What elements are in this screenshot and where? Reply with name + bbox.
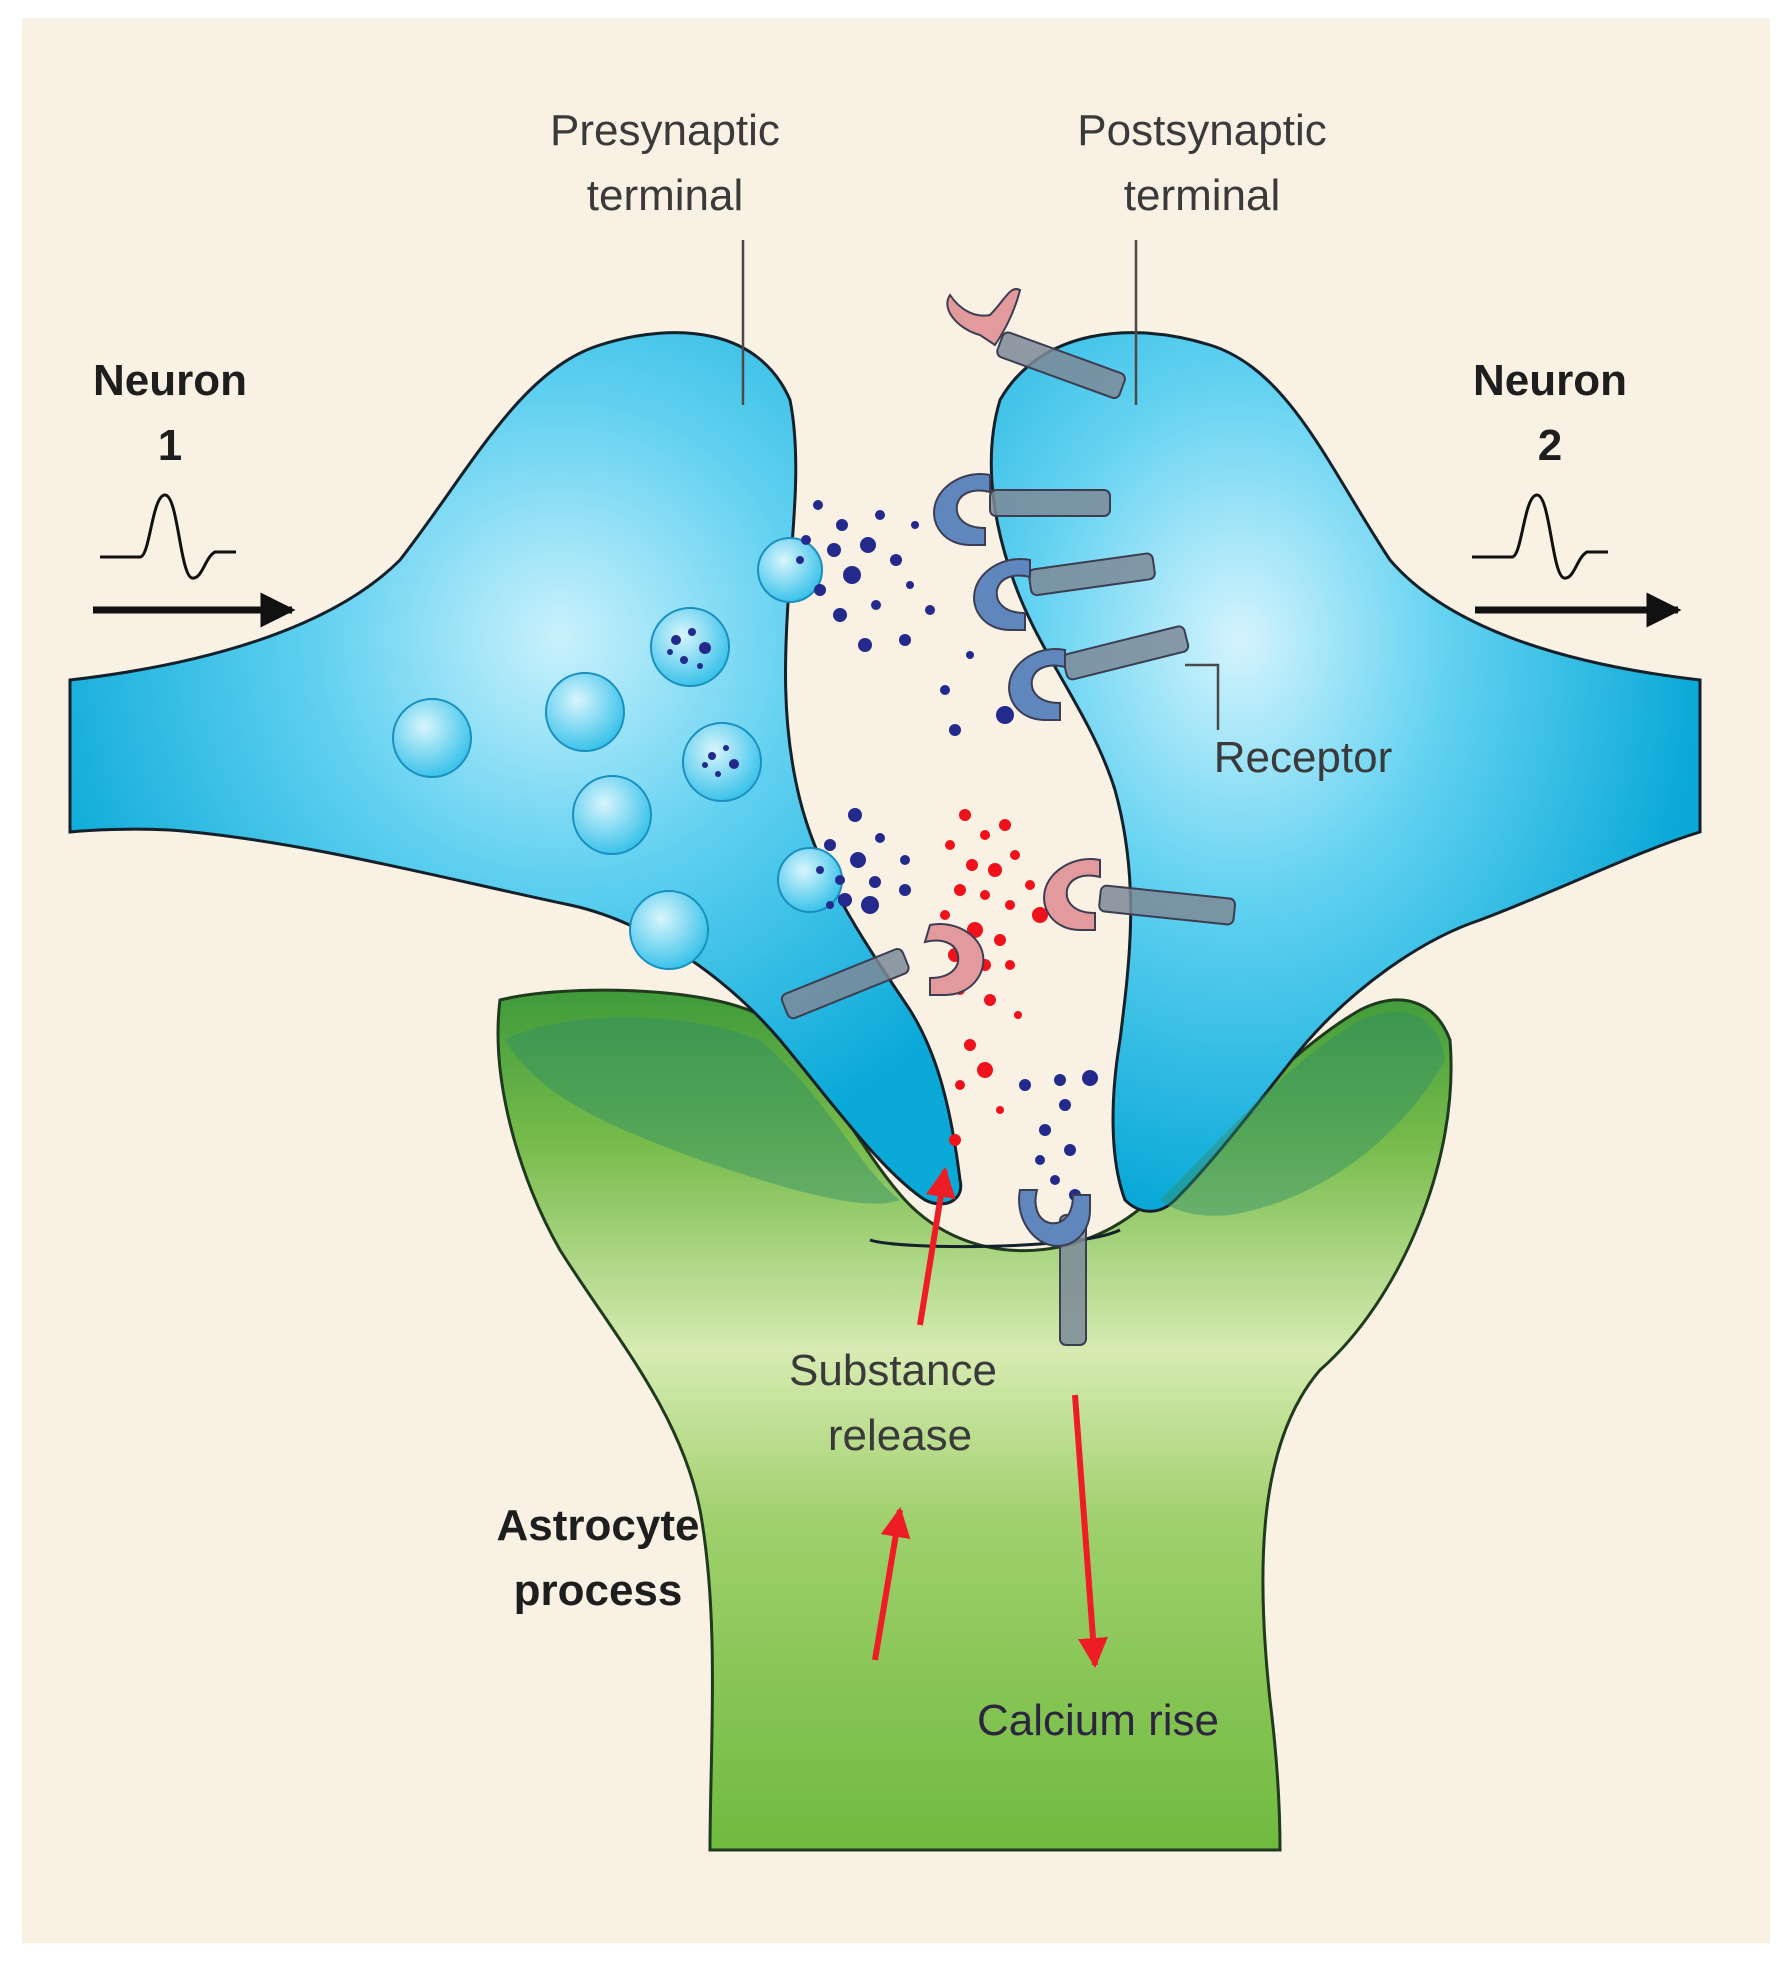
receptor-pink: [1043, 858, 1237, 931]
vesicle-filled: [650, 607, 730, 687]
neuron-2-signal: [1472, 493, 1682, 628]
astrocyte-upward-arrow: [872, 1507, 911, 1661]
postsynaptic-terminal: [989, 331, 1702, 1213]
vesicle-empty: [572, 775, 652, 855]
astrocyte-overlap-left: [505, 1017, 900, 1204]
spike-waveform-icon: [100, 493, 236, 580]
substance-release-label-line2: release: [828, 1411, 972, 1460]
receptor-blue: [933, 473, 1111, 546]
vesicle-filled: [682, 722, 762, 802]
astrocyte-process: [496, 988, 1453, 1852]
neuron-1-label: Neuron: [93, 356, 247, 405]
receptor-pink: [780, 923, 985, 1020]
postsynaptic-label: Postsynaptic: [1077, 106, 1326, 155]
receptor-label: Receptor: [1214, 733, 1393, 782]
neuron-1-signal: [93, 493, 296, 628]
receptor-leader-line: [1185, 663, 1220, 730]
neuron-2-number: 2: [1538, 421, 1562, 470]
receptors: [780, 288, 1237, 1346]
leader-lines: [741, 240, 1220, 730]
neuron-1-number: 1: [158, 421, 182, 470]
presynaptic-label: Presynaptic: [550, 106, 780, 155]
substance-release-arrow: [917, 1167, 956, 1326]
vesicle-contents: [667, 628, 739, 777]
gliotransmitter-particles: [940, 809, 1048, 1146]
receptor-blue: [1018, 1189, 1091, 1346]
receptor-blue: [1008, 625, 1190, 721]
calcium-rise-arrow: [1072, 1394, 1108, 1668]
astrocyte-overlap-right: [1160, 1012, 1445, 1216]
receptor-blue: [973, 552, 1156, 631]
presynaptic-label-line2: terminal: [587, 171, 744, 220]
astrocyte-process-label-line2: process: [514, 1566, 683, 1615]
receptor-pink: [946, 288, 1126, 399]
astrocyte-process-label: Astrocyte: [497, 1501, 700, 1550]
neuron-2-label: Neuron: [1473, 356, 1627, 405]
presynaptic-terminal: [68, 331, 963, 1206]
vesicle-empty: [545, 672, 625, 752]
postsynaptic-label-line2: terminal: [1124, 171, 1281, 220]
vesicle-docked: [757, 537, 823, 603]
calcium-rise-label: Calcium rise: [977, 1696, 1219, 1745]
red-arrows: [872, 1167, 1108, 1668]
substance-release-label: Substance: [789, 1346, 997, 1395]
synaptic-cleft: [869, 1228, 1121, 1249]
synaptic-vesicles: [392, 607, 762, 970]
vesicle-empty: [629, 890, 709, 970]
spike-waveform-icon: [1472, 493, 1608, 580]
vesicle-empty: [392, 698, 472, 778]
